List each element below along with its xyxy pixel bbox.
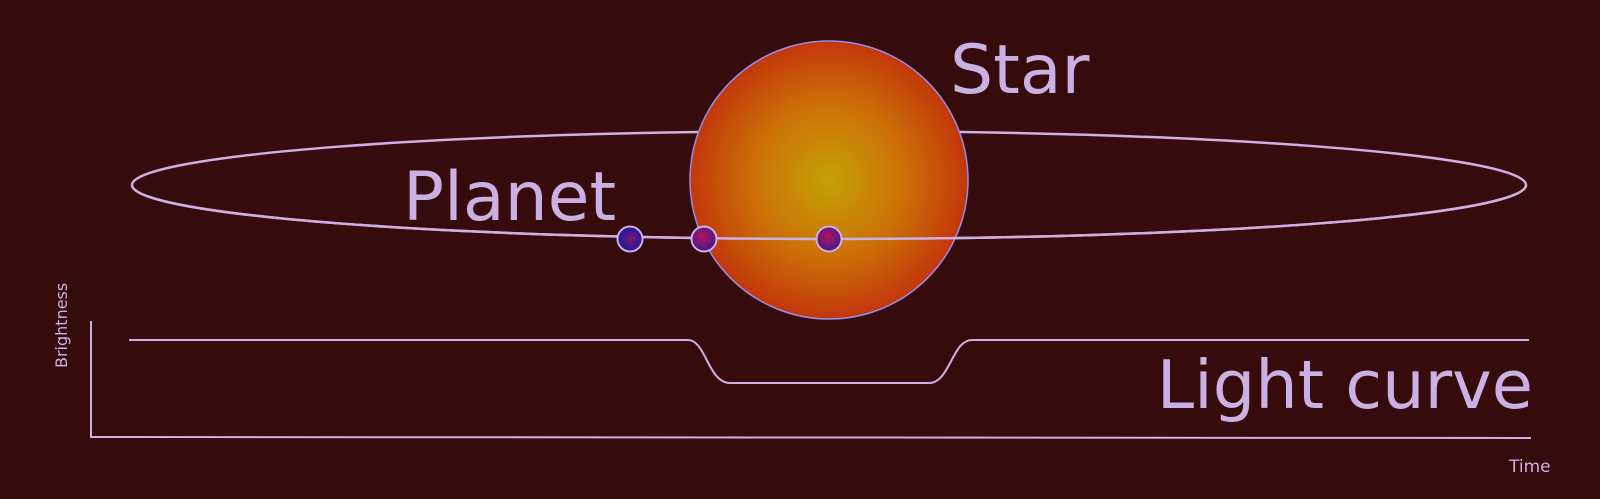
planet-label: Planet bbox=[403, 158, 616, 237]
planet-entering-transit bbox=[690, 225, 718, 253]
light-curve-line bbox=[129, 339, 1529, 384]
star-disk bbox=[689, 40, 969, 320]
light-curve-label: Light curve bbox=[1157, 346, 1533, 424]
x-axis-label: Time bbox=[1508, 457, 1551, 477]
y-axis-label: Brightness bbox=[52, 283, 71, 368]
planet-before-transit bbox=[616, 225, 644, 253]
star-label: Star bbox=[950, 31, 1089, 110]
light-curve-axes bbox=[90, 321, 1532, 439]
planet-mid-transit bbox=[815, 225, 843, 253]
